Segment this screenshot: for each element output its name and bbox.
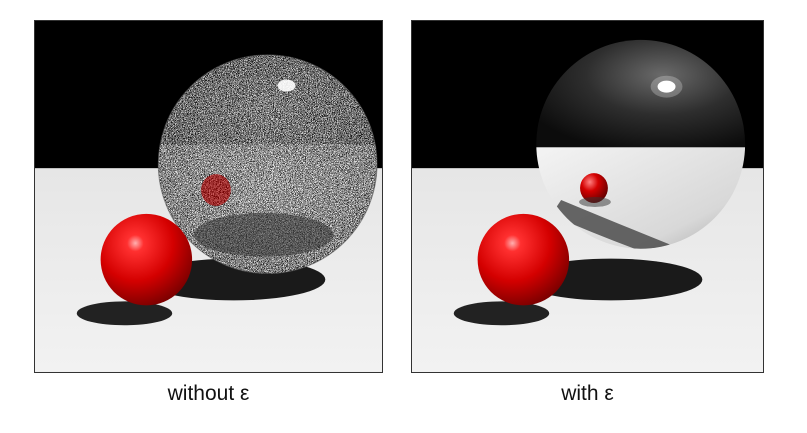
render-with-epsilon	[411, 20, 764, 373]
render-without-epsilon	[34, 20, 383, 373]
caption-with-epsilon: with ε	[561, 382, 614, 405]
render-without-epsilon-image	[35, 21, 382, 372]
red-sphere-shadow	[76, 301, 173, 326]
specular-highlight	[657, 80, 676, 93]
caption-without-epsilon: without ε	[167, 382, 250, 405]
render-with-epsilon-image	[412, 21, 763, 372]
red-sphere	[477, 213, 570, 306]
red-sphere	[100, 213, 193, 306]
specular-highlight	[277, 79, 296, 92]
red-sphere-shadow	[453, 301, 550, 326]
